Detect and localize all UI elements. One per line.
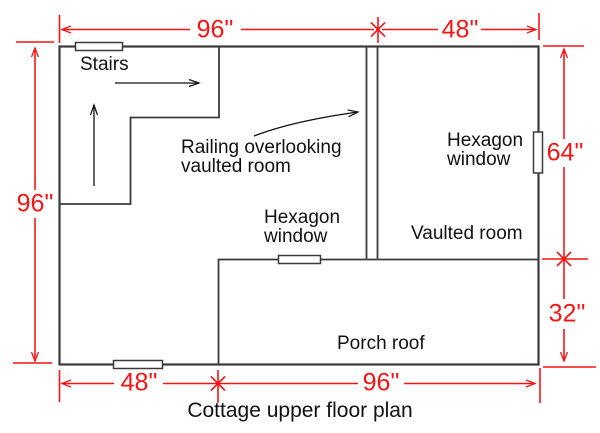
railing-label-line2: vaulted room <box>181 156 291 177</box>
annotation-arrows <box>94 83 358 186</box>
junction-marker-bottom <box>210 375 226 392</box>
stairs-label: Stairs <box>80 54 129 75</box>
dim-top-48-label: 48" <box>441 15 479 44</box>
walls <box>58 45 540 366</box>
dim-bottom-48-label: 48" <box>120 368 158 397</box>
dim-right-32-label: 32" <box>548 299 586 328</box>
dimension-lines <box>13 13 596 403</box>
window-top-wall <box>74 41 124 52</box>
plan-title: Cottage upper floor plan <box>187 399 413 422</box>
hexagon-window-porch-label-line2: window <box>264 226 328 247</box>
windows <box>74 41 544 370</box>
railing-pointer-arrow <box>253 112 358 137</box>
porch-roof-wall <box>217 258 538 365</box>
dim-right-64-label: 64" <box>546 138 584 167</box>
junction-marker-top <box>370 21 386 38</box>
vaulted-room-label: Vaulted room <box>411 223 523 244</box>
porch-roof-label: Porch roof <box>337 333 425 354</box>
hexagon-window-right-label-line2: window <box>447 149 511 170</box>
dim-top-96-label: 96" <box>196 15 234 44</box>
outer-wall <box>58 45 540 366</box>
railing-label-line1: Railing overlooking <box>181 137 342 158</box>
dim-bottom-96-label: 96" <box>362 368 400 397</box>
dim-left-96-label: 96" <box>16 189 54 218</box>
stairwell-wall <box>59 46 220 205</box>
junction-marker-right <box>556 251 572 267</box>
hexagon-window-porch-label-line1: Hexagon <box>264 207 341 228</box>
hexagon-window-porch-wall <box>277 254 322 265</box>
window-bottom-wall <box>112 359 164 370</box>
hexagon-window-right-wall <box>532 131 544 174</box>
hexagon-window-right-label-line1: Hexagon <box>447 130 524 151</box>
